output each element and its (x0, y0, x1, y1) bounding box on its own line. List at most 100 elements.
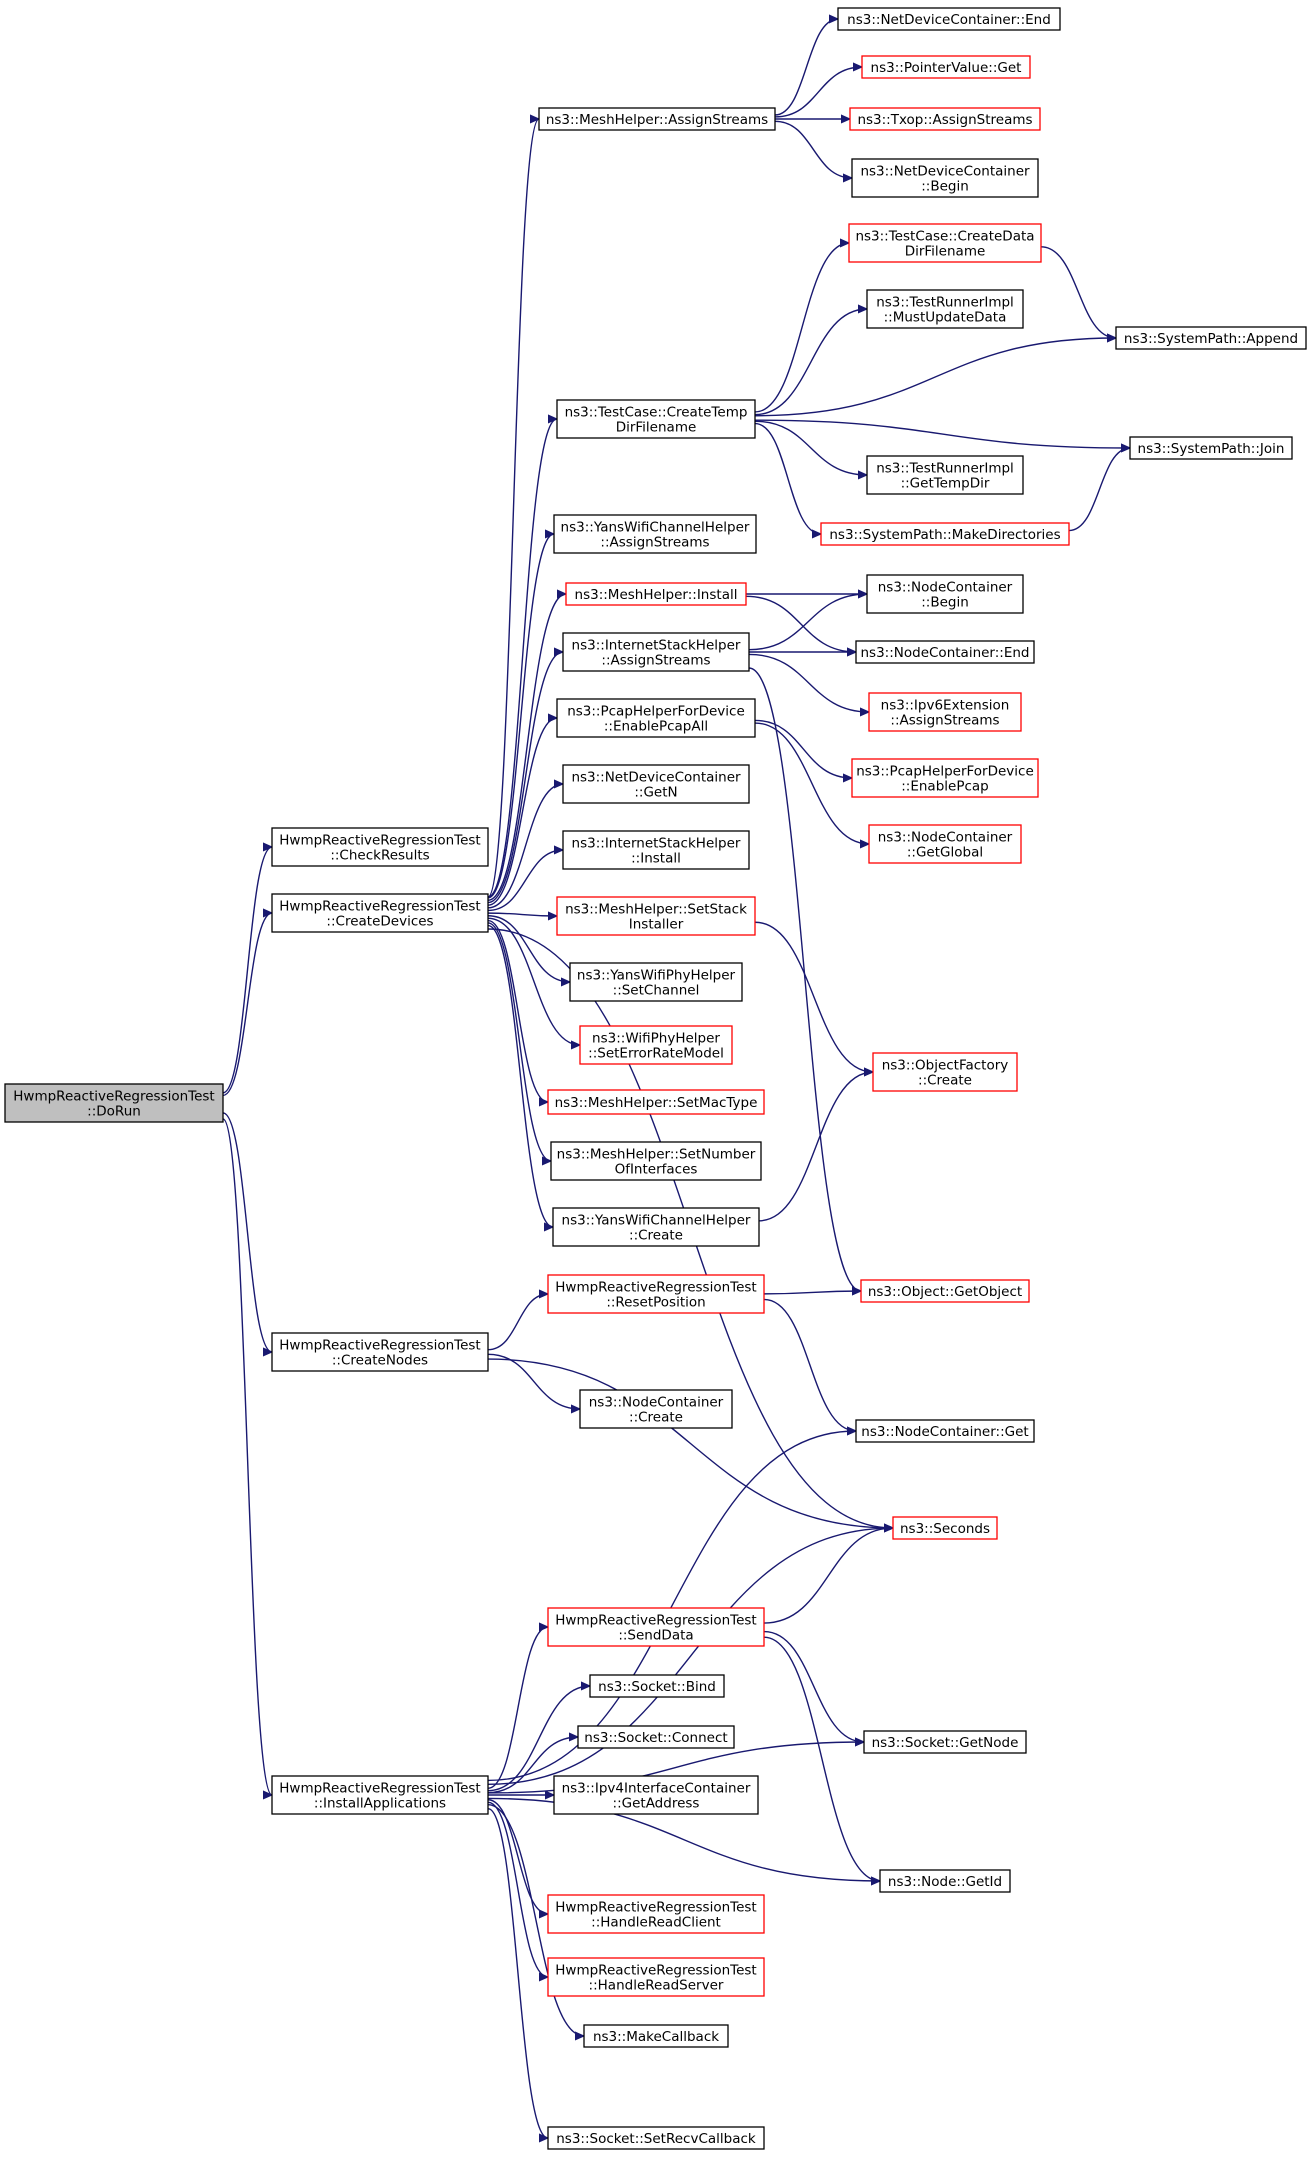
node-meshInstall[interactable]: ns3::MeshHelper::Install (565, 582, 747, 606)
node-label: HwmpReactiveRegressionTest (13, 1089, 214, 1105)
node-ncGlobal[interactable]: ns3::NodeContainer::GetGlobal (868, 824, 1022, 864)
node-ncBegin[interactable]: ns3::NodeContainer::Begin (866, 574, 1024, 614)
node-label: ::CheckResults (330, 848, 429, 864)
node-setErr[interactable]: ns3::WifiPhyHelper::SetErrorRateModel (579, 1025, 733, 1065)
edge-installApps-to-sockConnect (487, 1737, 578, 1794)
node-box (552, 1207, 760, 1247)
edge-doRun-to-createNodes (222, 1112, 272, 1352)
node-label: HwmpReactiveRegressionTest (279, 1338, 480, 1354)
node-box (863, 1730, 1027, 1754)
node-getTemp[interactable]: ns3::TestRunnerImpl::GetTempDir (866, 455, 1024, 495)
edge-pcapAll-to-enablePcap (754, 719, 852, 778)
node-yansChanAssign[interactable]: ns3::YansWifiChannelHelper::AssignStream… (553, 514, 757, 554)
node-pcapAll[interactable]: ns3::PcapHelperForDevice::EnablePcapAll (556, 698, 756, 738)
node-setRecv[interactable]: ns3::Socket::SetRecvCallback (547, 2126, 765, 2150)
node-inetInstall[interactable]: ns3::InternetStackHelper::Install (562, 830, 750, 870)
node-label: ns3::SystemPath::MakeDirectories (829, 527, 1060, 543)
node-meshAssign[interactable]: ns3::MeshHelper::AssignStreams (538, 107, 776, 131)
node-ncGet[interactable]: ns3::NodeContainer::Get (855, 1419, 1035, 1443)
node-txop[interactable]: ns3::Txop::AssignStreams (849, 107, 1041, 131)
node-yansCreate[interactable]: ns3::YansWifiChannelHelper::Create (552, 1207, 760, 1247)
node-nodeGetId[interactable]: ns3::Node::GetId (879, 1869, 1011, 1893)
node-label: ns3::Ipv4InterfaceContainer (562, 1781, 751, 1797)
node-label: ::Create (629, 1410, 683, 1426)
node-label: ns3::MeshHelper::AssignStreams (546, 112, 768, 128)
node-createNodes[interactable]: HwmpReactiveRegressionTest::CreateNodes (271, 1332, 489, 1372)
node-readClient[interactable]: HwmpReactiveRegressionTest::HandleReadCl… (547, 1894, 765, 1934)
node-label: ::SendData (618, 1628, 693, 1644)
node-sockBind[interactable]: ns3::Socket::Bind (589, 1674, 725, 1698)
node-label: ns3::TestRunnerImpl (876, 295, 1014, 311)
node-resetPos[interactable]: HwmpReactiveRegressionTest::ResetPositio… (547, 1274, 765, 1314)
node-checkResults[interactable]: HwmpReactiveRegressionTest::CheckResults (271, 827, 489, 867)
edge-inetAssign-to-ncBegin (748, 594, 867, 651)
node-label: ::HandleReadClient (591, 1915, 721, 1931)
node-installApps[interactable]: HwmpReactiveRegressionTest::InstallAppli… (271, 1775, 489, 1815)
node-sockGetNode[interactable]: ns3::Socket::GetNode (863, 1730, 1027, 1754)
node-box (538, 107, 776, 131)
node-label: ::MustUpdateData (884, 310, 1007, 326)
node-readServer[interactable]: HwmpReactiveRegressionTest::HandleReadSe… (547, 1957, 765, 1997)
node-mustUpdate[interactable]: ns3::TestRunnerImpl::MustUpdateData (866, 289, 1024, 329)
node-ndcGetN[interactable]: ns3::NetDeviceContainer::GetN (562, 764, 750, 804)
edge-installApps-to-setRecv (487, 1808, 548, 2138)
node-setMac[interactable]: ns3::MeshHelper::SetMacType (547, 1089, 765, 1115)
node-label: ns3::MakeCallback (593, 2029, 719, 2045)
node-label: HwmpReactiveRegressionTest (279, 899, 480, 915)
node-makeCb[interactable]: ns3::MakeCallback (583, 2024, 729, 2048)
node-sendData[interactable]: HwmpReactiveRegressionTest::SendData (547, 1607, 765, 1647)
edge-makeDirs-to-spJoin (1068, 448, 1130, 532)
edge-createTemp-to-createData (754, 243, 849, 413)
node-label: Installer (629, 917, 684, 933)
node-ncEnd[interactable]: ns3::NodeContainer::End (855, 640, 1035, 664)
node-spJoin[interactable]: ns3::SystemPath::Join (1129, 436, 1293, 460)
node-spAppend[interactable]: ns3::SystemPath::Append (1115, 326, 1307, 350)
node-makeDirs[interactable]: ns3::SystemPath::MakeDirectories (820, 522, 1070, 546)
edge-inetAssign-to-getObject (748, 667, 861, 1291)
node-doRun[interactable]: HwmpReactiveRegressionTest::DoRun (4, 1083, 224, 1123)
node-label: ::GetTempDir (901, 476, 990, 492)
node-box (562, 830, 750, 870)
node-label: HwmpReactiveRegressionTest (555, 1613, 756, 1629)
node-box (577, 1725, 735, 1749)
node-inetAssign[interactable]: ns3::InternetStackHelper::AssignStreams (562, 632, 750, 672)
edge-createDevices-to-meshAssign (487, 119, 539, 898)
node-box (556, 399, 756, 439)
node-label: ns3::Object::GetObject (868, 1284, 1022, 1300)
node-box (547, 1089, 765, 1115)
node-label: ::CreateDevices (326, 914, 433, 930)
node-box (848, 223, 1042, 263)
node-ipv4Addr[interactable]: ns3::Ipv4InterfaceContainer::GetAddress (553, 1775, 759, 1815)
node-label: ns3::PcapHelperForDevice (856, 764, 1034, 780)
node-setChannel[interactable]: ns3::YansWifiPhyHelper::SetChannel (569, 962, 743, 1002)
node-label: HwmpReactiveRegressionTest (555, 1280, 756, 1296)
edge-doRun-to-installApps (222, 1118, 272, 1795)
node-layer: HwmpReactiveRegressionTest::DoRunHwmpRea… (4, 7, 1307, 2150)
node-ndcBegin[interactable]: ns3::NetDeviceContainer::Begin (851, 158, 1039, 198)
node-ipv6Ext[interactable]: ns3::Ipv6Extension::AssignStreams (868, 692, 1022, 732)
node-ptrGet[interactable]: ns3::PointerValue::Get (861, 55, 1031, 79)
node-box (583, 2024, 729, 2048)
node-label: HwmpReactiveRegressionTest (279, 1781, 480, 1797)
node-sockConnect[interactable]: ns3::Socket::Connect (577, 1725, 735, 1749)
node-label: ::Create (918, 1073, 972, 1089)
edge-createTemp-to-mustUpdate (754, 309, 867, 416)
node-enablePcap[interactable]: ns3::PcapHelperForDevice::EnablePcap (851, 758, 1039, 798)
node-seconds[interactable]: ns3::Seconds (892, 1516, 998, 1540)
edge-createDevices-to-setStack (487, 913, 557, 916)
node-label: ns3::NetDeviceContainer::End (847, 12, 1051, 28)
node-objFactory[interactable]: ns3::ObjectFactory::Create (872, 1052, 1018, 1092)
edge-createDevices-to-yansCreate (487, 924, 553, 1227)
node-box (589, 1674, 725, 1698)
node-createDevices[interactable]: HwmpReactiveRegressionTest::CreateDevice… (271, 893, 489, 933)
node-ndcEnd[interactable]: ns3::NetDeviceContainer::End (837, 7, 1061, 31)
node-ncCreate[interactable]: ns3::NodeContainer::Create (579, 1389, 733, 1429)
node-label: ns3::PcapHelperForDevice (567, 704, 745, 720)
edge-sendData-to-sockGetNode (763, 1630, 864, 1742)
edge-createDevices-to-setNum (487, 922, 551, 1161)
node-getObject[interactable]: ns3::Object::GetObject (860, 1279, 1030, 1303)
